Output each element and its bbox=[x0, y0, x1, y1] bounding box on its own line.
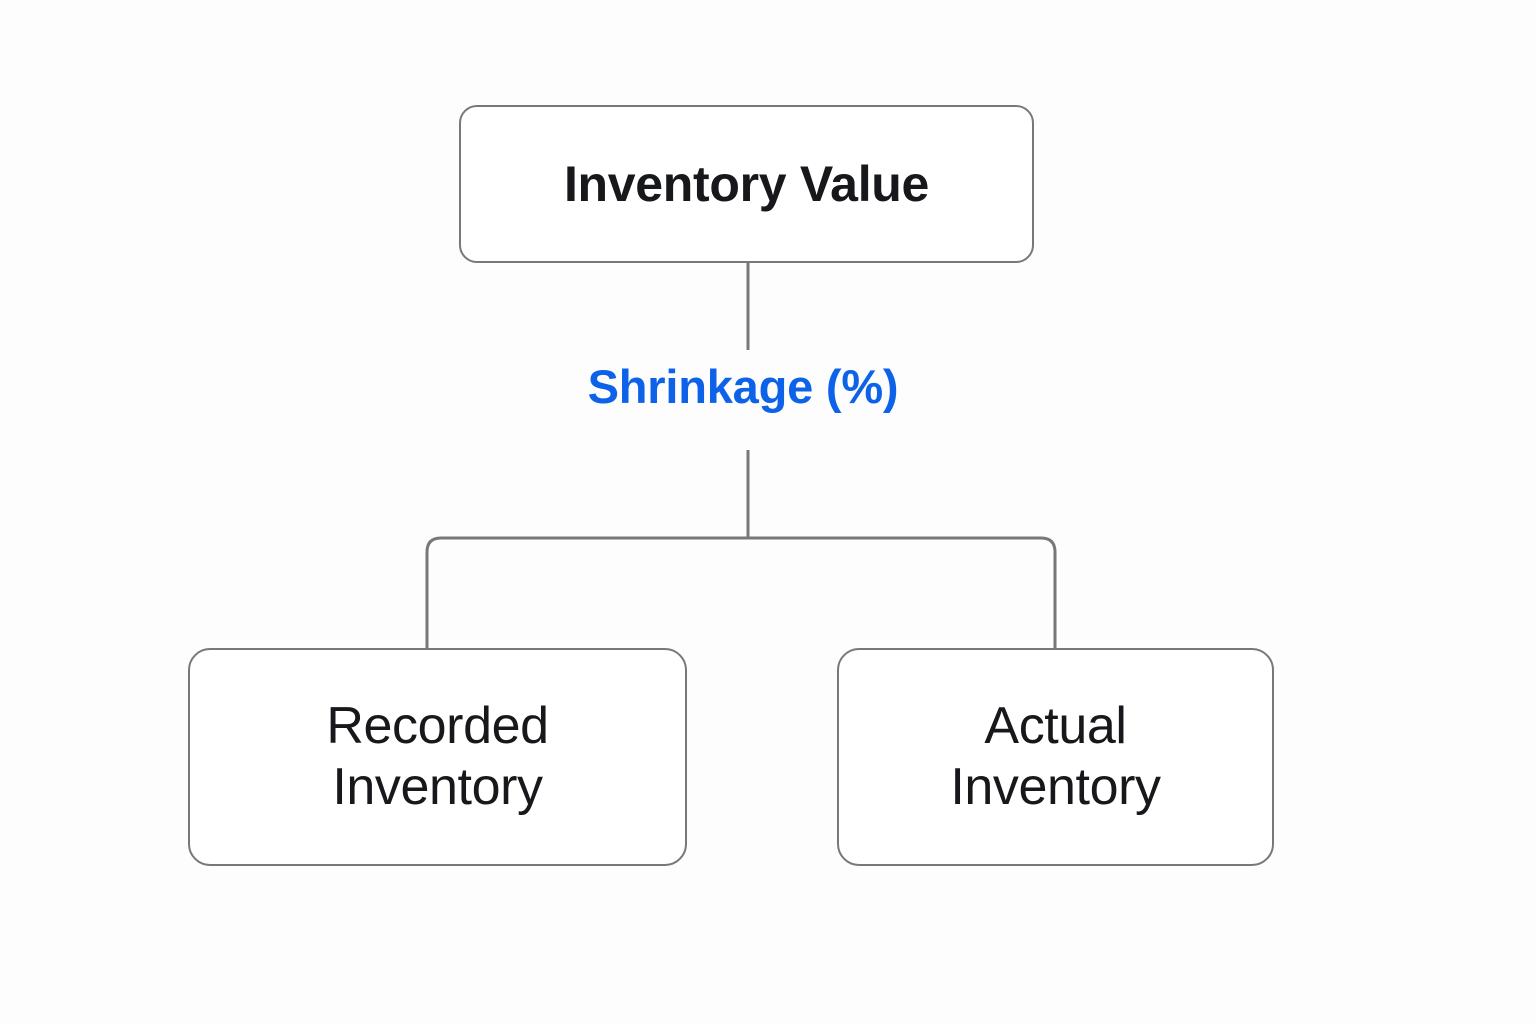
node-inventory-value[interactable]: Inventory Value bbox=[459, 105, 1034, 263]
edge-split-to-recorded bbox=[425, 536, 748, 648]
node-recorded-inventory[interactable]: Recorded Inventory bbox=[188, 648, 687, 866]
edge-label-shrinkage: Shrinkage (%) bbox=[587, 360, 899, 413]
node-inventory-value-label: Inventory Value bbox=[563, 155, 930, 212]
node-actual-inventory[interactable]: Actual Inventory bbox=[837, 648, 1274, 866]
node-recorded-inventory-label: Recorded Inventory bbox=[326, 696, 549, 816]
edge-split-to-actual bbox=[748, 536, 1057, 648]
node-actual-inventory-label: Actual Inventory bbox=[950, 696, 1161, 816]
